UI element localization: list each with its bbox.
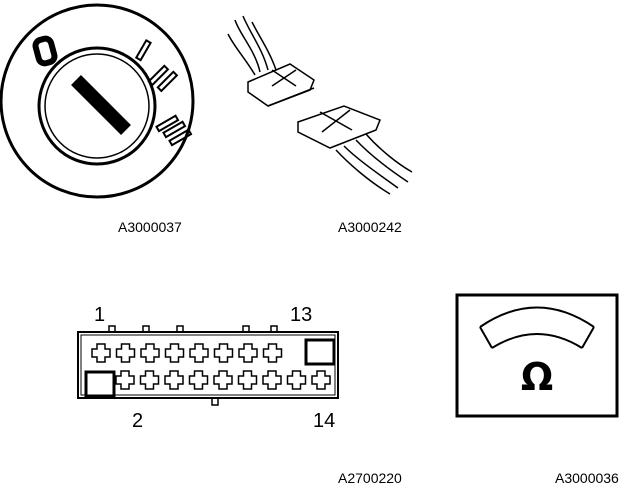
- pin-cavity: [189, 343, 209, 363]
- ohm-symbol: Ω: [521, 355, 553, 399]
- pin-cavity: [188, 370, 209, 390]
- position-ii-mark: [147, 64, 179, 93]
- ohmmeter-illustration: [455, 293, 619, 418]
- pin-cavity: [115, 343, 136, 363]
- pin-cavity: [311, 370, 331, 390]
- caption-ignition-switch: A3000037: [118, 219, 182, 235]
- connector-block-illustration: [77, 325, 339, 406]
- pin-cavities: [91, 343, 331, 390]
- connector-pair-illustration: [227, 15, 413, 195]
- pin-cavity: [164, 343, 185, 363]
- pin-cavity: [164, 370, 184, 390]
- pin-cavity: [115, 370, 135, 390]
- pin-cavity: [139, 370, 160, 390]
- position-iii-mark: [155, 114, 193, 147]
- key-block-top: [304, 338, 336, 366]
- position-i-mark: [134, 38, 152, 62]
- pin-label-top-left: 1: [94, 304, 106, 326]
- pin-cavity: [262, 370, 282, 390]
- pin-cavity: [286, 370, 307, 390]
- key-block-bottom: [84, 370, 116, 398]
- pin-cavity: [238, 343, 258, 363]
- pin-label-bottom-left: 2: [132, 410, 144, 432]
- caption-ohmmeter: A3000036: [555, 470, 619, 486]
- caption-connector-block: A2700220: [338, 470, 402, 486]
- position-0-mark: [32, 35, 58, 67]
- pin-cavity: [91, 343, 111, 363]
- pin-cavity: [237, 370, 258, 390]
- pin-cavity: [262, 343, 283, 363]
- pin-cavity: [213, 343, 234, 363]
- pin-cavity: [213, 370, 233, 390]
- pin-label-top-right: 13: [290, 304, 313, 326]
- pin-cavity: [140, 343, 160, 363]
- pin-label-bottom-right: 14: [313, 410, 336, 432]
- ignition-switch-illustration: [0, 3, 195, 199]
- caption-connectors: A3000242: [338, 219, 402, 235]
